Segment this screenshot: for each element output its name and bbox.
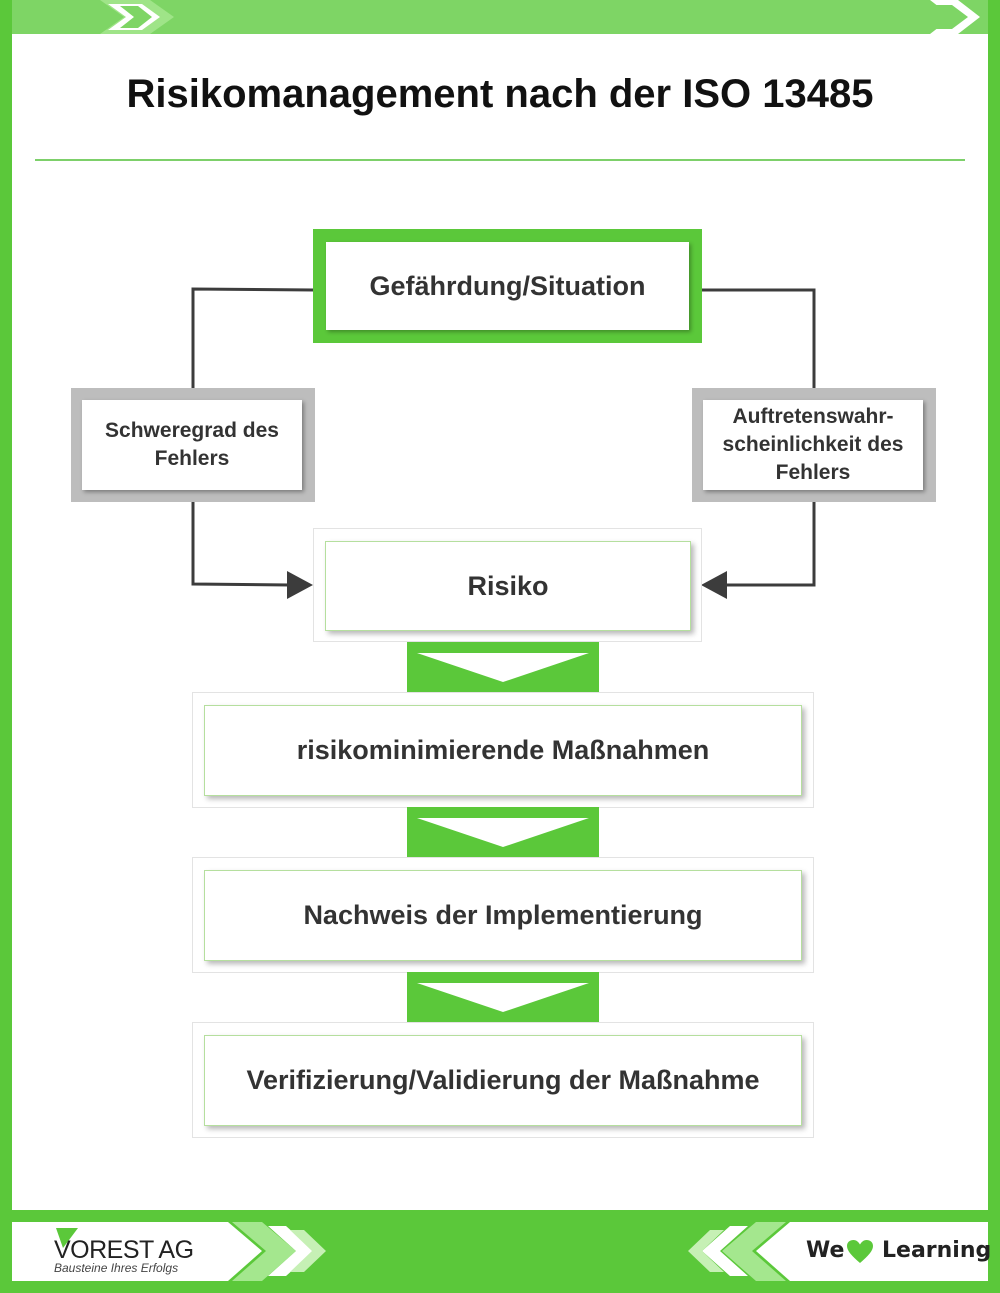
connector-severity-risk: [191, 501, 291, 587]
logo-tagline: Bausteine Ihres Erfolgs: [54, 1261, 179, 1275]
node-probability-label: Auftretenswahr-scheinlichkeit des Fehler…: [703, 400, 923, 490]
node-measures-label: risikominimierende Maßnahmen: [204, 705, 802, 796]
down-chevron-1-icon: [407, 642, 599, 694]
slogan-we: We: [806, 1238, 845, 1263]
node-implementation-label: Nachweis der Implementierung: [204, 870, 802, 961]
node-severity: Schweregrad des Fehlers: [71, 388, 315, 502]
down-chevron-3-icon: [407, 972, 599, 1024]
arrowhead-right-icon: [287, 571, 313, 599]
node-hazard: Gefährdung/Situation: [313, 229, 702, 343]
logo-name: VOREST AG: [54, 1236, 194, 1264]
heart-icon: [847, 1240, 873, 1263]
node-implementation: Nachweis der Implementierung: [192, 857, 814, 973]
slogan: We Learning: [800, 1236, 991, 1268]
logo-check-icon: [56, 1228, 78, 1248]
slogan-learning: Learning: [882, 1238, 992, 1263]
node-verification-label: Verifizierung/Validierung der Maßnahme: [204, 1035, 802, 1126]
page-title: Risikomanagement nach der ISO 13485: [126, 72, 874, 116]
vorest-logo: VOREST AG Bausteine Ihres Erfolgs: [52, 1226, 222, 1278]
connector-hazard-probability: [702, 288, 816, 390]
title-divider: [35, 159, 965, 161]
node-risk-label: Risiko: [325, 541, 691, 631]
node-risk: Risiko: [313, 528, 702, 642]
down-chevron-2-icon: [407, 807, 599, 859]
connector-probability-risk: [726, 501, 816, 587]
node-probability: Auftretenswahr-scheinlichkeit des Fehler…: [692, 388, 936, 502]
node-severity-label: Schweregrad des Fehlers: [82, 400, 302, 490]
connector-hazard-severity: [191, 287, 315, 390]
node-measures: risikominimierende Maßnahmen: [192, 692, 814, 808]
node-hazard-label: Gefährdung/Situation: [326, 242, 689, 330]
node-verification: Verifizierung/Validierung der Maßnahme: [192, 1022, 814, 1138]
arrowhead-left-icon: [701, 571, 727, 599]
